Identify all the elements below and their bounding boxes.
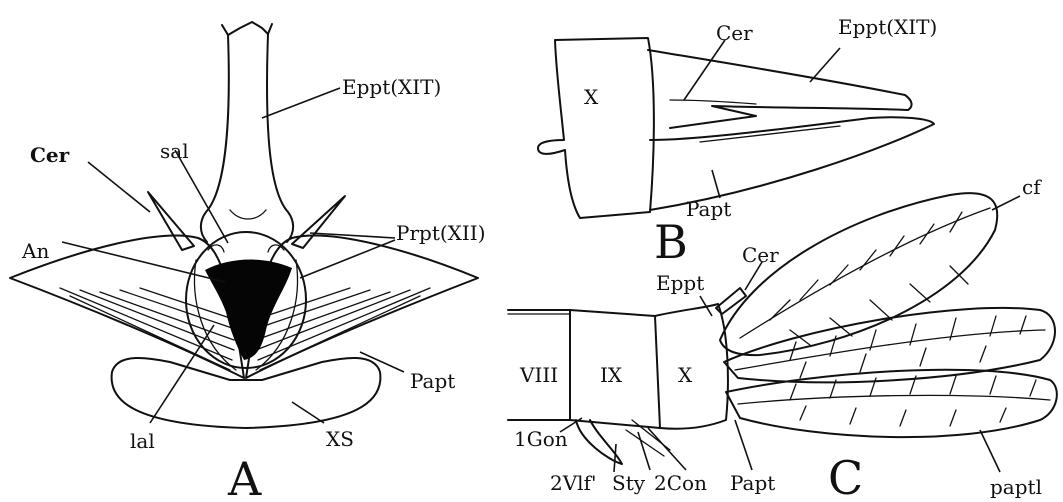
label-b-cer: Cer [716, 21, 753, 45]
label-c-papt: Papt [730, 471, 775, 495]
label-b-x: X [584, 85, 599, 109]
label-a-lal: lal [130, 429, 155, 453]
label-c-cf: cf [1022, 175, 1042, 199]
label-a-papt: Papt [410, 369, 455, 393]
panel-c-letter: C [828, 451, 863, 502]
label-c-viii: VIII [519, 363, 558, 387]
label-a-cer: Cer [30, 143, 70, 167]
label-a-prpt: Prpt(XII) [396, 221, 486, 245]
label-c-2con: 2Con [654, 471, 707, 495]
label-a-sal: sal [160, 139, 189, 163]
label-a-eppt: Eppt(XIT) [342, 75, 441, 99]
label-a-xs: XS [326, 427, 354, 451]
label-c-sty: Sty [612, 471, 646, 495]
label-a-an: An [21, 239, 49, 263]
label-b-eppt: Eppt(XIT) [838, 15, 937, 39]
label-c-ix: IX [600, 363, 623, 387]
panel-b-letter: B [654, 215, 688, 269]
label-c-1gon: 1Gon [514, 427, 568, 451]
panel-a-letter: A [227, 452, 262, 502]
label-c-paptl: paptl [990, 475, 1042, 499]
label-c-x: X [678, 363, 693, 387]
panel-c-drawing [508, 193, 1057, 472]
label-b-papt: Papt [686, 197, 731, 221]
label-c-cer: Cer [742, 243, 779, 267]
panel-b-drawing [538, 38, 934, 218]
label-c-eppt: Eppt [656, 271, 704, 295]
label-c-2vlf: 2Vlf' [550, 471, 596, 495]
